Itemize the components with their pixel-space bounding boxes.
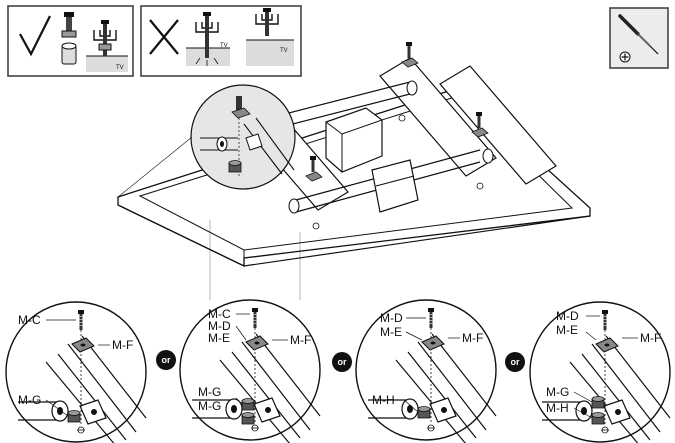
part-label: M-H — [372, 393, 395, 407]
cross-icon — [149, 19, 179, 55]
part-label: M-G — [546, 385, 569, 399]
screw-icon — [305, 156, 323, 182]
or-separator: or — [505, 352, 525, 372]
bracket-on-tv-icon: TV — [86, 20, 128, 72]
tv-label: TV — [280, 48, 288, 54]
part-label: M-D — [208, 319, 231, 333]
tool-box — [609, 7, 669, 69]
screw-spacer-icon — [61, 12, 77, 65]
part-label: M-E — [208, 331, 230, 345]
svg-text:or: or — [338, 357, 347, 367]
detail-view-3: M-D M-F M-E M-H — [355, 299, 497, 443]
part-label: M-G — [198, 385, 221, 399]
screw-too-short-icon: TV — [246, 8, 294, 66]
tv-back-with-bracket — [117, 42, 591, 300]
part-label: M-F — [112, 338, 133, 352]
part-label: M-D — [556, 309, 579, 323]
part-label: M-H — [546, 401, 569, 415]
phillips-screwdriver-icon — [618, 14, 659, 63]
part-label: M-F — [290, 333, 311, 347]
detail-view-1: M-C M-F M-G — [5, 301, 147, 443]
or-separator: or — [332, 352, 352, 372]
or-separator: or — [156, 350, 176, 370]
part-label: M-C — [208, 307, 231, 321]
tv-label: TV — [116, 65, 124, 71]
part-label: M-C — [18, 313, 41, 327]
part-label: M-D — [380, 311, 403, 325]
part-label: M-F — [640, 331, 661, 345]
part-label: M-E — [556, 323, 578, 337]
part-label: M-F — [462, 331, 483, 345]
part-label: M-G — [18, 393, 41, 407]
detail-view-2: M-C M-F M-D M-E M-G M-G — [179, 299, 321, 443]
tv-label: TV — [220, 43, 228, 49]
magnified-view — [190, 84, 296, 190]
detail-view-4: M-D M-F M-E M-G M-H — [529, 301, 671, 443]
screw-too-long-icon: TV — [186, 12, 230, 66]
legend-incorrect-box: TV TV — [140, 5, 302, 77]
part-label: M-G — [198, 399, 221, 413]
svg-text:or: or — [162, 355, 171, 365]
checkmark-icon — [19, 15, 51, 57]
screw-icon — [471, 112, 489, 138]
screw-icon — [401, 42, 419, 68]
legend-correct-box: TV — [7, 5, 134, 77]
part-label: M-E — [380, 325, 402, 339]
svg-text:or: or — [511, 357, 520, 367]
